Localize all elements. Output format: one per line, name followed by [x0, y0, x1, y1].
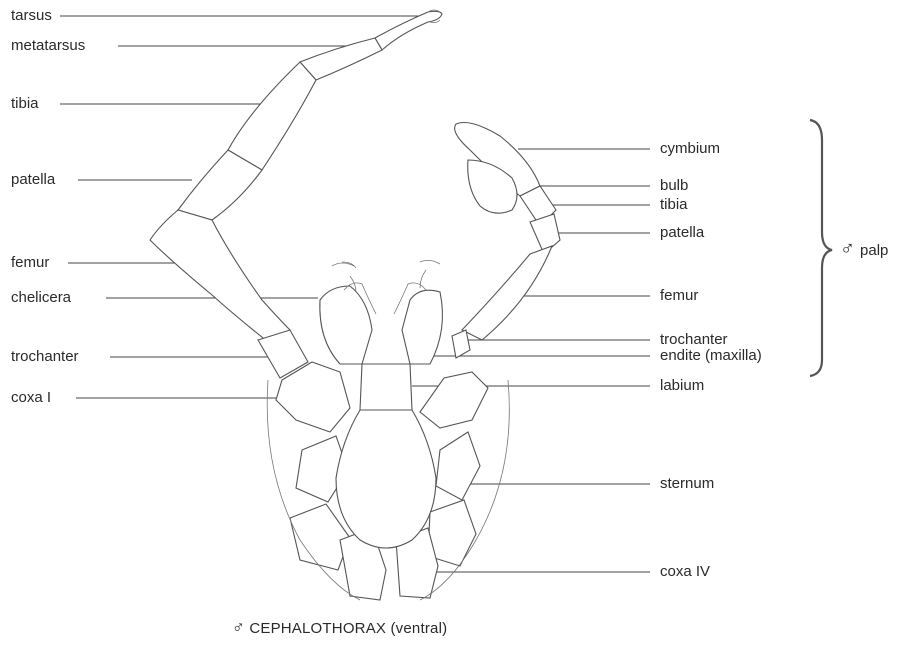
palp-group-label: ♂ palp: [840, 241, 888, 259]
label-trochanter-palp: trochanter: [660, 331, 728, 348]
label-sternum: sternum: [660, 475, 714, 492]
male-symbol-icon: ♂: [840, 238, 855, 260]
chelicerae-and-endites: [320, 260, 443, 364]
label-coxa-1: coxa I: [11, 389, 51, 406]
leader-lines-left: [60, 16, 430, 398]
male-symbol-icon: ♂: [232, 618, 245, 637]
label-bulb: bulb: [660, 177, 688, 194]
label-coxa-4: coxa IV: [660, 563, 710, 580]
sternum-and-labium: [336, 364, 436, 548]
label-patella-palp: patella: [660, 224, 704, 241]
caption-text: CEPHALOTHORAX (ventral): [249, 620, 447, 637]
palp-brace: [810, 120, 832, 376]
label-tibia-leg: tibia: [11, 95, 39, 112]
label-tarsus: tarsus: [11, 7, 52, 24]
label-labium: labium: [660, 377, 704, 394]
palp-group-text: palp: [860, 242, 888, 259]
label-metatarsus: metatarsus: [11, 37, 85, 54]
label-femur-palp: femur: [660, 287, 698, 304]
label-trochanter-leg: trochanter: [11, 348, 79, 365]
label-femur-leg: femur: [11, 254, 49, 271]
figure-caption: ♂ CEPHALOTHORAX (ventral): [232, 618, 447, 638]
label-chelicera: chelicera: [11, 289, 71, 306]
label-patella-leg: patella: [11, 171, 55, 188]
label-endite: endite (maxilla): [660, 347, 762, 364]
label-cymbium: cymbium: [660, 140, 720, 157]
label-tibia-palp: tibia: [660, 196, 688, 213]
palp-outline: [452, 123, 560, 359]
